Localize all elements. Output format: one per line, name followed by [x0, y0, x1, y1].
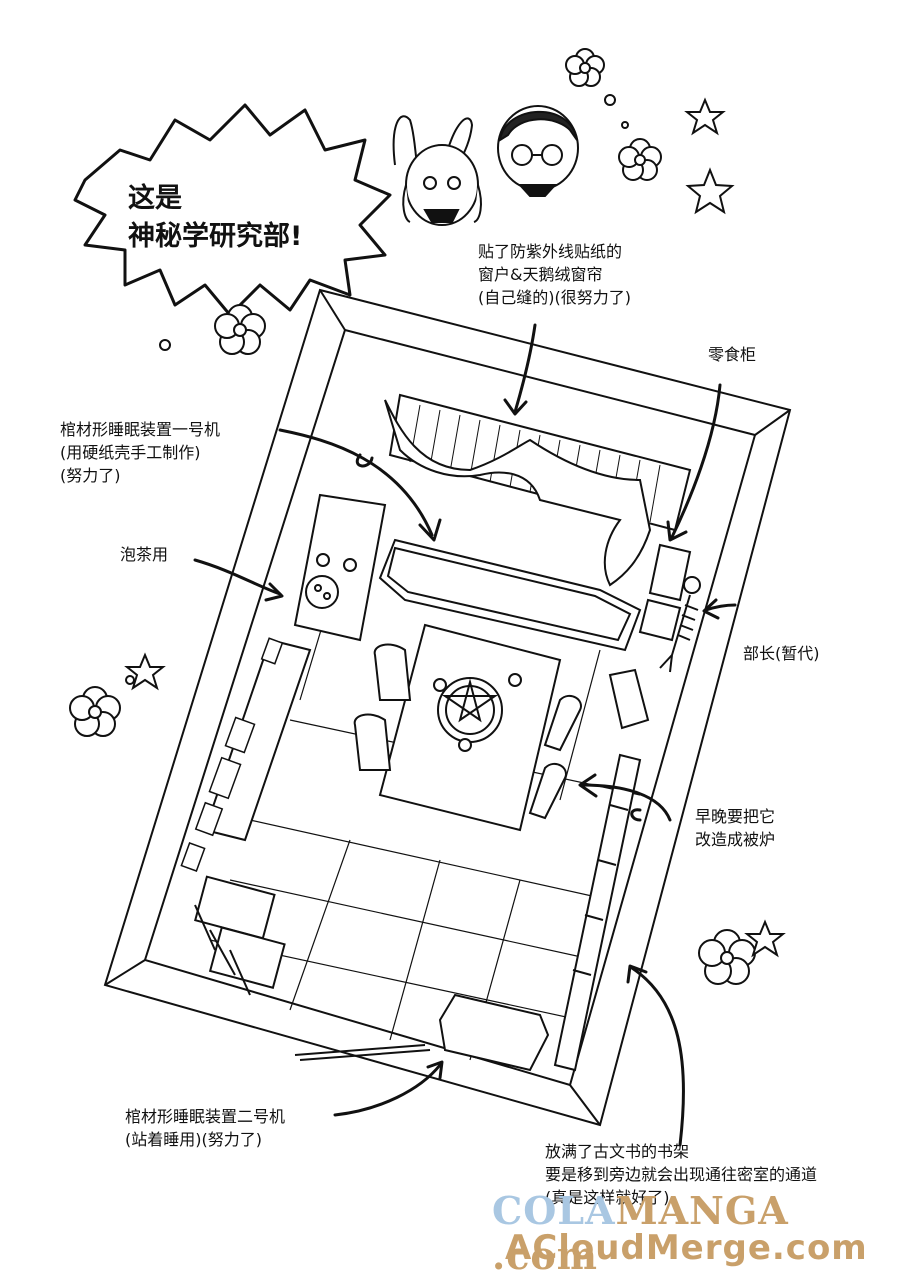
- label-tea: 泡茶用: [120, 543, 168, 566]
- watermark-colamanga: COLAMANGA .com: [492, 1188, 900, 1278]
- watermark-cola: COLA: [492, 1188, 616, 1233]
- label-bookshelf: 放满了古文书的书架 要是移到旁边就会出现通往密室的通道 (真是这样就好了): [545, 1140, 817, 1209]
- label-coffin-one-line-1: 棺材形睡眠装置一号机: [60, 420, 221, 439]
- table-magic-circle: [378, 623, 562, 832]
- label-coffin-two-line-1: 棺材形睡眠装置二号机: [125, 1107, 286, 1126]
- flower-decoration: [69, 48, 756, 985]
- label-window-line-3: (自己缝的)(很努力了): [478, 288, 631, 307]
- speech-bubble: [73, 103, 392, 317]
- label-coffin-two: 棺材形睡眠装置二号机 (站着睡用)(努力了): [125, 1105, 285, 1151]
- bubble-line-1: 这是: [128, 183, 182, 214]
- label-snack-cabinet: 零食柜: [708, 343, 756, 366]
- glasses-girl-chibi: [497, 105, 579, 197]
- tea-counter: [203, 493, 387, 842]
- bookshelf: [553, 753, 642, 1072]
- watermark-manga: MANGA .com: [492, 1188, 789, 1278]
- snack-cabinet: [638, 543, 692, 642]
- label-coffin-two-line-2: (站着睡用)(努力了): [125, 1130, 262, 1149]
- annotation-arrows: [193, 323, 737, 1147]
- stacked-chairs: [194, 875, 286, 996]
- label-coffin-one-line-3: (努力了): [60, 466, 121, 485]
- star-decoration: [124, 97, 786, 958]
- label-kotatsu-line-2: 改造成被炉: [695, 830, 776, 849]
- pole-bar: [294, 1044, 431, 1061]
- label-kotatsu: 早晚要把它 改造成被炉: [695, 805, 775, 851]
- label-bookshelf-line-2: 要是移到旁边就会出现通往密室的通道: [545, 1165, 818, 1184]
- label-tea-line-1: 泡茶用: [120, 545, 169, 564]
- label-bookshelf-line-3: (真是这样就好了): [545, 1188, 670, 1207]
- label-snack-line-1: 零食柜: [708, 345, 757, 364]
- bubble-line-2: 神秘学研究部!: [128, 221, 303, 252]
- label-bookshelf-line-1: 放满了古文书的书架: [545, 1142, 690, 1161]
- bunny-girl-chibi: [392, 115, 482, 226]
- label-president-line-1: 部长(暂代): [743, 644, 820, 663]
- wall-frames: [180, 637, 284, 872]
- label-kotatsu-line-1: 早晚要把它: [695, 807, 776, 826]
- bubble-title: 这是 神秘学研究部!: [128, 180, 302, 256]
- label-coffin-one-line-2: (用硬纸壳手工制作): [60, 443, 201, 462]
- skeleton-president: [659, 576, 701, 673]
- window-curtains: [384, 393, 692, 587]
- label-window-line-2: 窗户&天鹅绒窗帘: [478, 265, 603, 284]
- label-window-line-1: 贴了防紫外线贴纸的: [478, 242, 623, 261]
- coffin-device-two: [438, 993, 550, 1072]
- backpack: [608, 668, 650, 730]
- label-president: 部长(暂代): [743, 642, 820, 665]
- label-window: 贴了防紫外线贴纸的 窗户&天鹅绒窗帘 (自己缝的)(很努力了): [478, 240, 631, 309]
- label-coffin-one: 棺材形睡眠装置一号机 (用硬纸壳手工制作) (努力了): [60, 418, 220, 487]
- watermark-acloudmerge: ACloudMerge.com: [505, 1228, 868, 1268]
- chairs: [353, 643, 582, 820]
- coffin-device-one: [378, 538, 642, 652]
